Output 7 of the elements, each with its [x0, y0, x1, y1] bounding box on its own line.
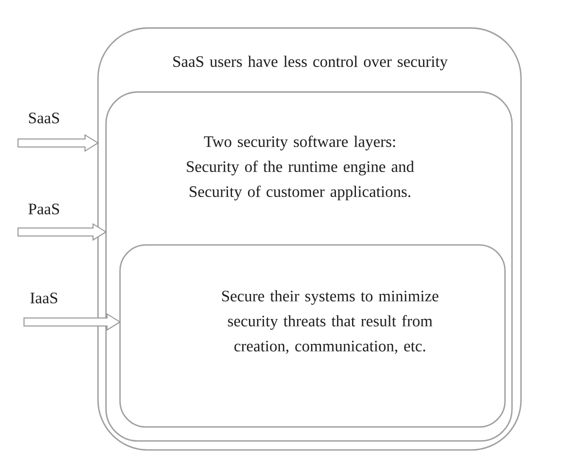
block-arrow — [24, 313, 121, 331]
layer-label: PaaS — [28, 204, 60, 214]
layer-label: SaaS — [29, 112, 60, 124]
block-arrow — [18, 134, 99, 152]
layer-label: IaaS — [30, 292, 58, 304]
layer-box: Secure their systems to minimize security threats that result from creation, communication, etc. — [119, 244, 506, 428]
block-arrow — [18, 223, 107, 241]
